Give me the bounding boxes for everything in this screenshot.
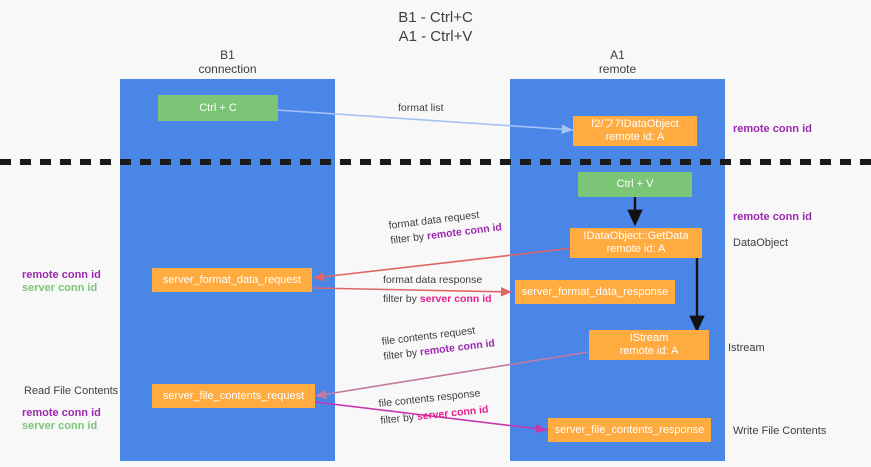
side-label-write-file-contents: Write File Contents [733, 425, 827, 437]
node-idataobject-getdata[interactable]: IDataObject::GetData remote id: A [570, 228, 702, 258]
node-ctrl-c[interactable]: Ctrl + C [158, 95, 278, 121]
node-server-file-contents-request-label: server_file_contents_request [162, 389, 305, 402]
column-header-b1: B1 connection [120, 48, 335, 76]
node-istream-label: IStream remote id: A [619, 332, 679, 357]
side-label-dataobject: DataObject [733, 237, 789, 249]
page-title: B1 - Ctrl+C A1 - Ctrl+V [0, 8, 871, 46]
node-server-file-contents-request[interactable]: server_file_contents_request [152, 384, 315, 408]
edge-label-format-data-response-group: format data response filter by server co… [383, 274, 492, 306]
node-istream[interactable]: IStream remote id: A [589, 330, 709, 360]
side-label-left-remote-conn-id-bottom: remote conn id [22, 407, 101, 419]
filter-value-server-conn-id: server conn id [416, 403, 489, 423]
node-idataobject-getdata-label: IDataObject::GetData remote id: A [583, 230, 689, 255]
node-ctrl-v[interactable]: Ctrl + V [578, 172, 692, 197]
filter-prefix: filter by [379, 411, 418, 427]
column-header-a1: A1 remote [510, 48, 725, 76]
title-line-2: A1 - Ctrl+V [398, 28, 473, 45]
title-line-1: B1 - Ctrl+C [398, 9, 473, 26]
side-label-left-remote-conn-id-mid: remote conn id [22, 269, 101, 281]
node-register-idataobject-label: f2/フ7IDataObject remote id: A [591, 118, 679, 143]
node-ctrl-v-label: Ctrl + V [616, 178, 654, 190]
column-header-a1-sub: remote [598, 62, 637, 76]
node-server-format-data-request[interactable]: server_format_data_request [152, 268, 312, 292]
edge-label-file-contents-response-group: file contents response filter by server … [378, 387, 489, 428]
side-label-left-server-conn-id-bottom: server conn id [22, 420, 98, 432]
filter-prefix: filter by [382, 346, 421, 363]
edge-label-format-data-response: format data response [383, 274, 483, 286]
filter-value-server-conn-id: server conn id [419, 293, 492, 305]
column-header-b1-name: B1 [220, 48, 235, 62]
column-header-b1-sub: connection [198, 62, 257, 76]
filter-prefix: filter by [389, 230, 428, 247]
side-label-read-file-contents: Read File Contents [24, 385, 119, 397]
node-server-file-contents-response-label: server_file_contents_response [554, 423, 705, 436]
node-ctrl-c-label: Ctrl + C [199, 101, 237, 114]
side-label-remote-conn-id-top: remote conn id [733, 123, 812, 135]
side-label-istream: Istream [728, 342, 765, 354]
node-server-file-contents-response[interactable]: server_file_contents_response [548, 418, 711, 442]
node-server-format-data-request-label: server_format_data_request [162, 273, 302, 286]
edge-label-file-contents-request-group: file contents request filter by remote c… [381, 322, 496, 363]
node-register-idataobject[interactable]: f2/フ7IDataObject remote id: A [573, 116, 697, 146]
node-server-format-data-response-label: server_format_data_response [521, 285, 669, 298]
edge-label-format-list: format list [398, 102, 444, 114]
edge-label-format-data-response-filter: filter by server conn id [383, 293, 492, 306]
side-label-remote-conn-id-mid: remote conn id [733, 211, 812, 223]
column-header-a1-name: A1 [610, 48, 625, 62]
side-label-left-server-conn-id-mid: server conn id [22, 282, 98, 294]
node-server-format-data-response[interactable]: server_format_data_response [515, 280, 675, 304]
filter-prefix: filter by [383, 293, 420, 305]
edge-label-format-data-request-group: format data request filter by remote con… [388, 206, 503, 247]
